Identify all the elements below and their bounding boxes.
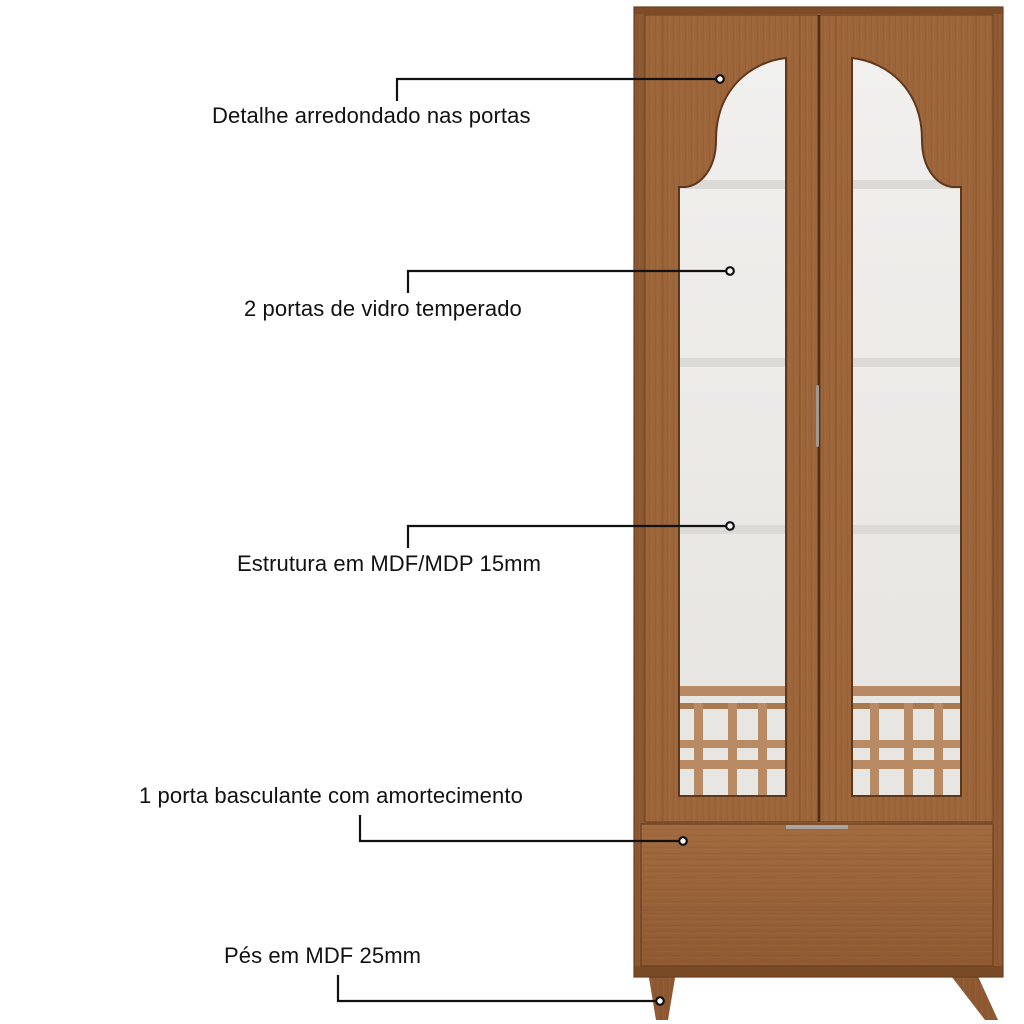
glass-doors [644,14,994,823]
callout-dot-glass-doors [725,266,735,276]
callout-label-feet: Pés em MDF 25mm [224,943,422,968]
callout-label-tilt-door: 1 porta basculante com amortecimento [139,783,523,808]
tilt-door [640,823,994,967]
cabinet-feet [648,972,998,1020]
cabinet-interior [679,58,961,796]
callout-label-structure: Estrutura em MDF/MDP 15mm [237,551,542,576]
callout-dot-feet [655,996,665,1006]
callout-label-glass-doors: 2 portas de vidro temperado [244,296,522,321]
callout-line-arched-doors [395,77,720,101]
callout-line-glass-doors [406,269,730,293]
callout-line-structure [406,524,730,548]
callout-line-feet [336,975,660,1003]
callout-dot-tilt-door [678,836,688,846]
callout-dot-structure [725,521,735,531]
callout-lines [336,74,735,1006]
callout-label-arched-doors: Detalhe arredondado nas portas [212,103,531,128]
callout-dot-arched-doors [715,74,725,84]
callout-line-tilt-door [358,815,683,843]
